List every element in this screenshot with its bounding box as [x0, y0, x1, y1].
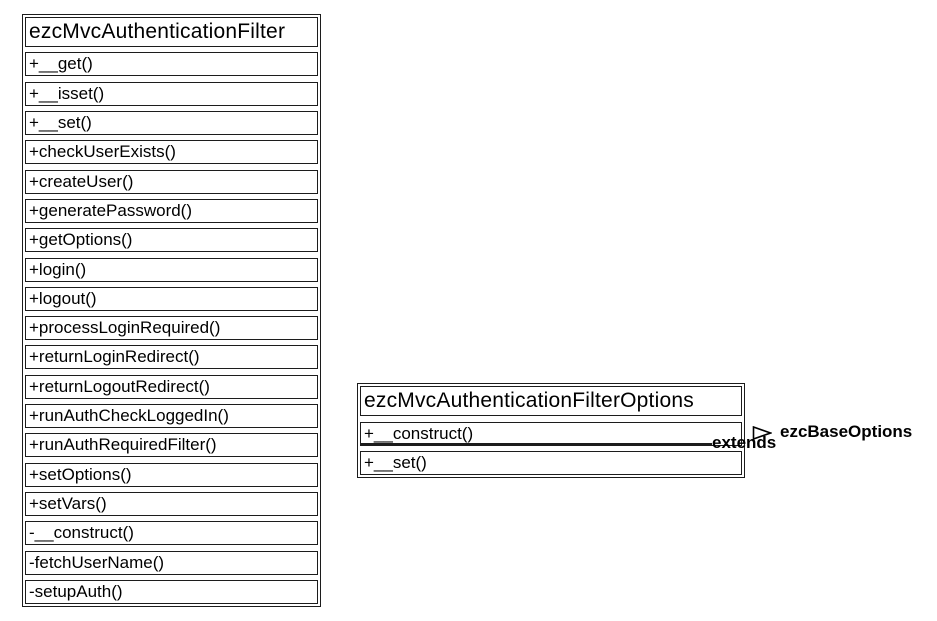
parent-class-name: ezcBaseOptions — [780, 422, 913, 441]
method-row: +setVars() — [25, 492, 318, 516]
method-row: +checkUserExists() — [25, 140, 318, 165]
method-row: +__get() — [25, 52, 318, 77]
method-row: +login() — [25, 257, 318, 282]
method-row: +returnLogoutRedirect() — [25, 374, 318, 399]
method-row: +generatePassword() — [25, 198, 318, 223]
extends-connector-line — [361, 443, 712, 445]
class-box-authentication-filter: ezcMvcAuthenticationFilter +__get() +__is… — [22, 14, 321, 607]
class-box-filter-options: ezcMvcAuthenticationFilterOptions +__con… — [357, 383, 745, 478]
extends-relationship-label: extends — [712, 433, 777, 452]
class-title: ezcMvcAuthenticationFilterOptions — [360, 386, 742, 416]
method-row: -fetchUserName() — [25, 550, 318, 575]
method-row: +runAuthCheckLoggedIn() — [25, 404, 318, 429]
method-row: +__isset() — [25, 81, 318, 106]
method-row: +createUser() — [25, 169, 318, 194]
method-row: +returnLoginRedirect() — [25, 345, 318, 370]
method-row: +__set() — [25, 110, 318, 135]
method-row: -setupAuth() — [25, 579, 318, 604]
method-row: +processLoginRequired() — [25, 316, 318, 341]
method-row: +setOptions() — [25, 462, 318, 487]
method-row: +__construct() — [360, 421, 742, 446]
method-row: -__construct() — [25, 521, 318, 546]
class-title: ezcMvcAuthenticationFilter — [25, 17, 318, 47]
open-triangle-right-icon — [752, 425, 773, 441]
method-row: +__set() — [360, 451, 742, 475]
method-row: +getOptions() — [25, 228, 318, 253]
method-row: +runAuthRequiredFilter() — [25, 433, 318, 458]
method-row: +logout() — [25, 286, 318, 311]
